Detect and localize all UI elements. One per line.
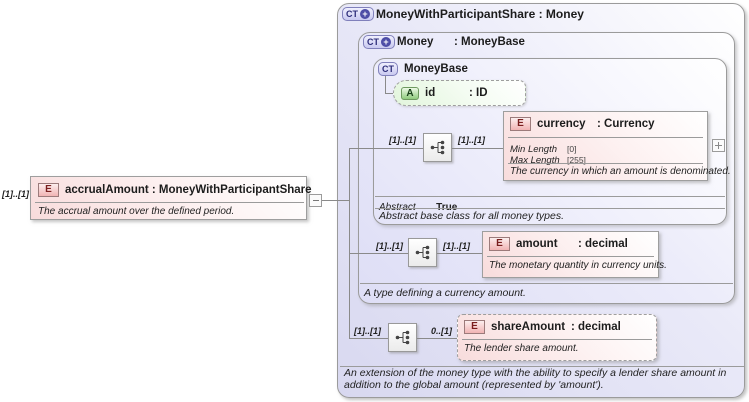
element-title: shareAmount : decimal [491, 321, 621, 333]
collapse-handle[interactable] [309, 194, 322, 207]
divider [462, 339, 652, 340]
connector-line [417, 338, 457, 339]
connector-trunk-line [349, 148, 350, 338]
connector-line [349, 253, 408, 254]
type-base: : MoneyBase [454, 36, 525, 48]
complextype-badge: CT+ [342, 7, 374, 21]
divider [340, 366, 744, 367]
element-name: shareAmount [491, 321, 566, 333]
facet-label: Min Length [510, 144, 558, 155]
attribute-connector-line [385, 93, 394, 94]
cardinality-label: [1]..[1] [443, 241, 470, 251]
plus-icon: + [360, 9, 370, 19]
attribute-name: id [425, 87, 436, 99]
element-accrualamount[interactable]: E accrualAmount : MoneyWithParticipantSh… [30, 176, 312, 220]
complextype-badge: CT+ [363, 35, 395, 49]
type-title-moneywithparticipantshare[interactable]: MoneyWithParticipantShare : Money [376, 7, 584, 21]
element-badge-label: E [45, 184, 52, 195]
facet-value: [255] [567, 155, 586, 165]
attribute-id[interactable]: A id : ID [393, 80, 526, 106]
cardinality-label: [1]..[1] [458, 135, 485, 145]
element-badge: E [38, 183, 59, 197]
divider [508, 137, 703, 138]
complextype-badge: CT [378, 62, 398, 76]
connector-line [437, 253, 482, 254]
collapse-icon [312, 200, 319, 201]
cardinality-label: 0..[1] [431, 326, 453, 336]
connector-line [349, 338, 388, 339]
element-amount[interactable]: E amount : decimal The monetary quantity … [482, 231, 667, 278]
complextype-badge-label: CT [346, 8, 358, 19]
divider [508, 163, 703, 164]
element-type: : decimal [571, 321, 621, 333]
attribute-connector-line [385, 76, 386, 93]
plus-icon: + [381, 37, 391, 47]
connector-line [322, 200, 349, 201]
element-description: The lender share amount. [464, 343, 579, 354]
element-type: : decimal [578, 238, 628, 250]
element-name: currency [537, 118, 586, 130]
abstract-value: True [436, 202, 457, 213]
element-title: accrualAmount : MoneyWithParticipantShar… [65, 184, 312, 196]
sequence-icon [388, 323, 417, 352]
element-shareamount[interactable]: E shareAmount : decimal The lender share … [457, 314, 657, 361]
complextype-badge-label: CT [382, 63, 394, 74]
element-badge-label: E [496, 238, 503, 249]
element-description: The monetary quantity in currency units. [489, 260, 667, 271]
element-description: The currency in which an amount is denom… [510, 166, 731, 177]
element-badge: E [510, 117, 531, 131]
facet-min-length: Min Length [0] [510, 139, 576, 157]
abstract-row: Abstract True [379, 197, 457, 215]
type-name: Money [397, 36, 434, 48]
cardinality-label: [1]..[1] [2, 189, 29, 199]
cardinality-label: [1]..[1] [354, 326, 381, 336]
divider [487, 256, 654, 257]
element-title: currency : Currency [537, 118, 655, 130]
element-badge: E [464, 320, 485, 334]
divider [375, 208, 725, 209]
expand-handle[interactable] [712, 139, 725, 152]
expand-icon [715, 142, 722, 149]
complextype-badge-label: CT [367, 36, 379, 47]
attribute-title: id : ID [425, 87, 488, 99]
type-annotation-moneybase: Abstract base class for all money types. [379, 210, 564, 222]
cardinality-label: [1]..[1] [376, 241, 403, 251]
attribute-badge: A [401, 87, 419, 100]
element-currency[interactable]: E currency : Currency Min Length [0] Max L… [503, 111, 731, 181]
element-title: amount : decimal [516, 238, 628, 250]
element-description: The accrual amount over the defined peri… [38, 206, 235, 217]
connector-line [349, 148, 423, 149]
connector-line [452, 148, 503, 149]
sequence-icon [423, 133, 452, 162]
facet-max-length: Max Length [255] [510, 150, 586, 168]
type-title-money[interactable]: Money : MoneyBase [397, 36, 525, 48]
element-badge-label: E [517, 118, 524, 129]
attribute-type: : ID [469, 87, 488, 99]
divider [375, 196, 725, 197]
divider [35, 202, 304, 203]
facet-label: Max Length [510, 155, 560, 166]
element-type: : Currency [597, 118, 655, 130]
type-annotation-moneywithparticipantshare: An extension of the money type with the … [344, 367, 727, 391]
type-annotation-money: A type defining a currency amount. [364, 287, 526, 299]
element-badge: E [489, 237, 510, 251]
attribute-badge-label: A [406, 87, 414, 99]
sequence-icon [408, 238, 437, 267]
cardinality-label: [1]..[1] [389, 135, 416, 145]
divider [360, 283, 733, 284]
type-title-moneybase[interactable]: MoneyBase [404, 63, 468, 75]
sequence-glyph [395, 330, 410, 345]
sequence-glyph [430, 140, 445, 155]
abstract-label: Abstract [379, 202, 416, 213]
element-name: amount [516, 238, 558, 250]
facet-value: [0] [567, 144, 577, 154]
element-badge-label: E [471, 321, 478, 332]
sequence-glyph [415, 245, 430, 260]
